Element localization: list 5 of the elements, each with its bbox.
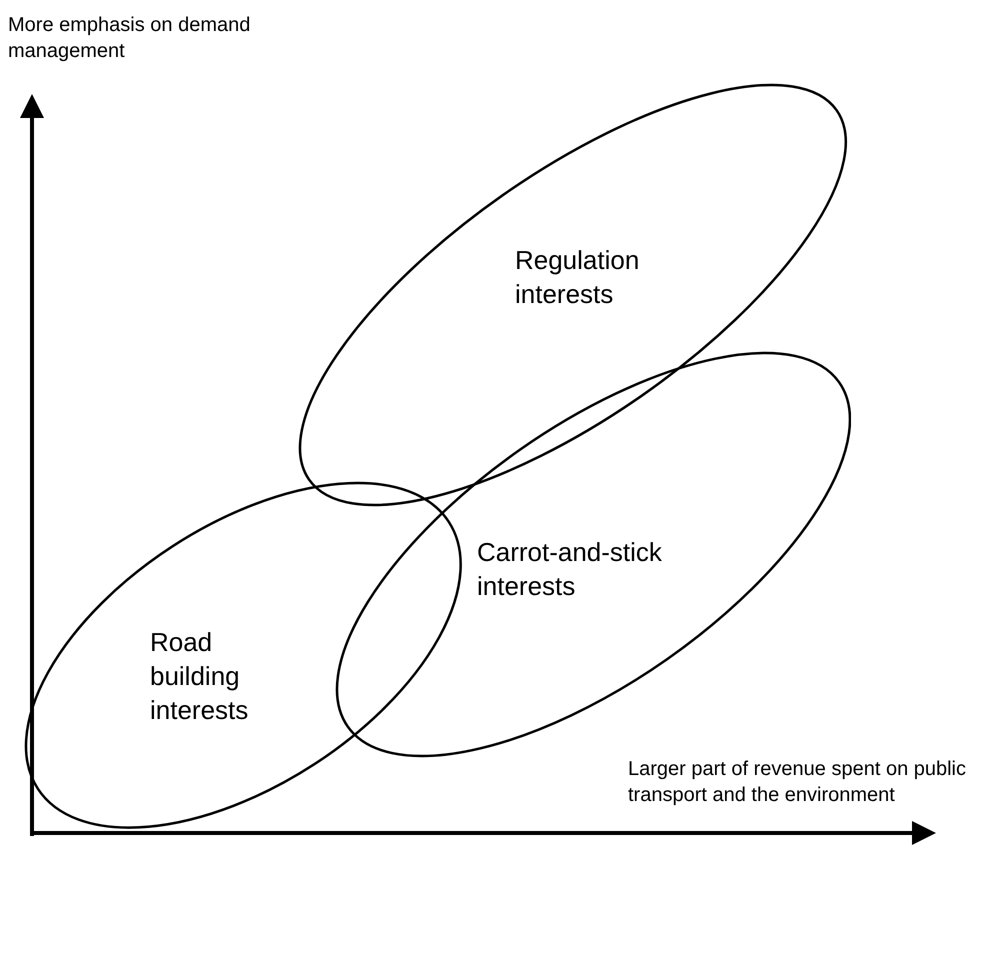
group-label: Carrot-and-stick interests bbox=[476, 536, 663, 603]
axis-label: Larger part of revenue spent on public transport and the environment bbox=[628, 757, 967, 808]
group-label: Regulation interests bbox=[514, 244, 640, 311]
axis-label: More emphasis on demand management bbox=[8, 13, 252, 64]
group-label: Road building interests bbox=[150, 626, 250, 727]
